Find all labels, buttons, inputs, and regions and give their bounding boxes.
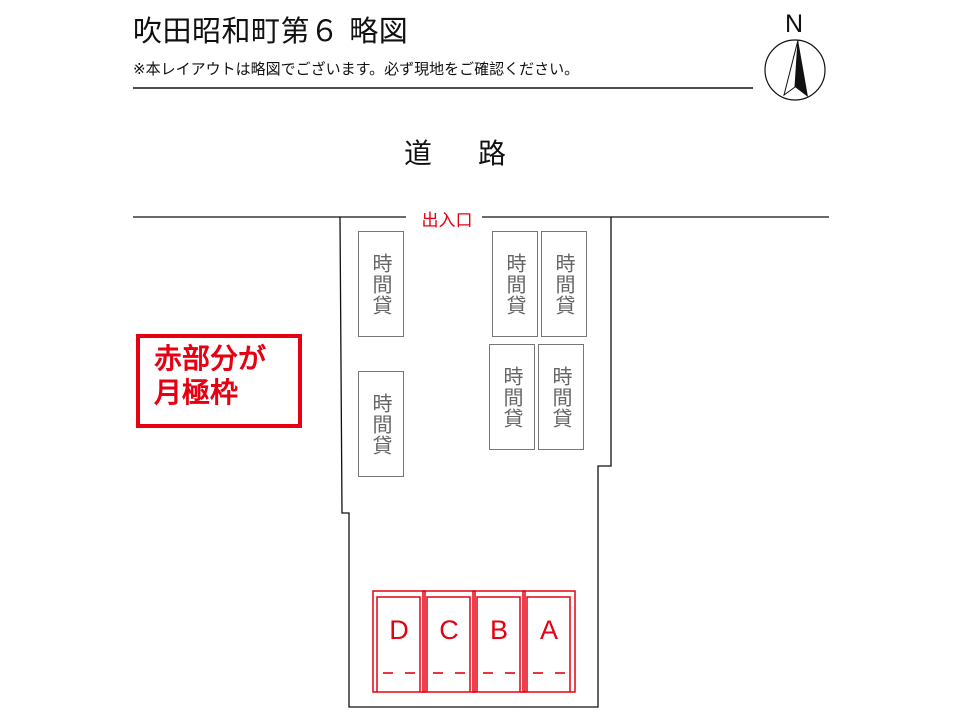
monthly-space-label-b: B [489, 615, 508, 645]
hourly-space-5: 時間貸 [489, 344, 535, 450]
monthly-legend: 赤部分が 月極枠 [136, 334, 302, 428]
compass-north-label: N [785, 10, 804, 38]
hourly-space-3: 時間貸 [492, 231, 538, 337]
road-label: 道路 [404, 137, 553, 170]
hourly-space-2: 時間貸 [358, 371, 404, 477]
entrance-label: 出入口 [412, 206, 482, 231]
north-arrow-icon [764, 39, 826, 101]
page-title: 吹田昭和町第６ 略図 [133, 14, 409, 48]
monthly-space-label-d: D [389, 615, 409, 645]
monthly-space-b [472, 590, 526, 693]
monthly-spaces [372, 590, 576, 693]
monthly-space-d [372, 590, 426, 693]
hourly-space-4: 時間貸 [541, 231, 587, 337]
hourly-space-6: 時間貸 [538, 344, 584, 450]
disclaimer-note: ※本レイアウトは略図でございます。必ず現地をご確認ください。 [133, 60, 580, 78]
monthly-space-label-c: C [439, 615, 459, 645]
monthly-space-a [522, 590, 576, 693]
hourly-space-1: 時間貸 [358, 231, 404, 337]
lot-boundary [339, 216, 612, 708]
monthly-space-c [422, 590, 476, 693]
monthly-space-label-a: A [539, 615, 558, 645]
